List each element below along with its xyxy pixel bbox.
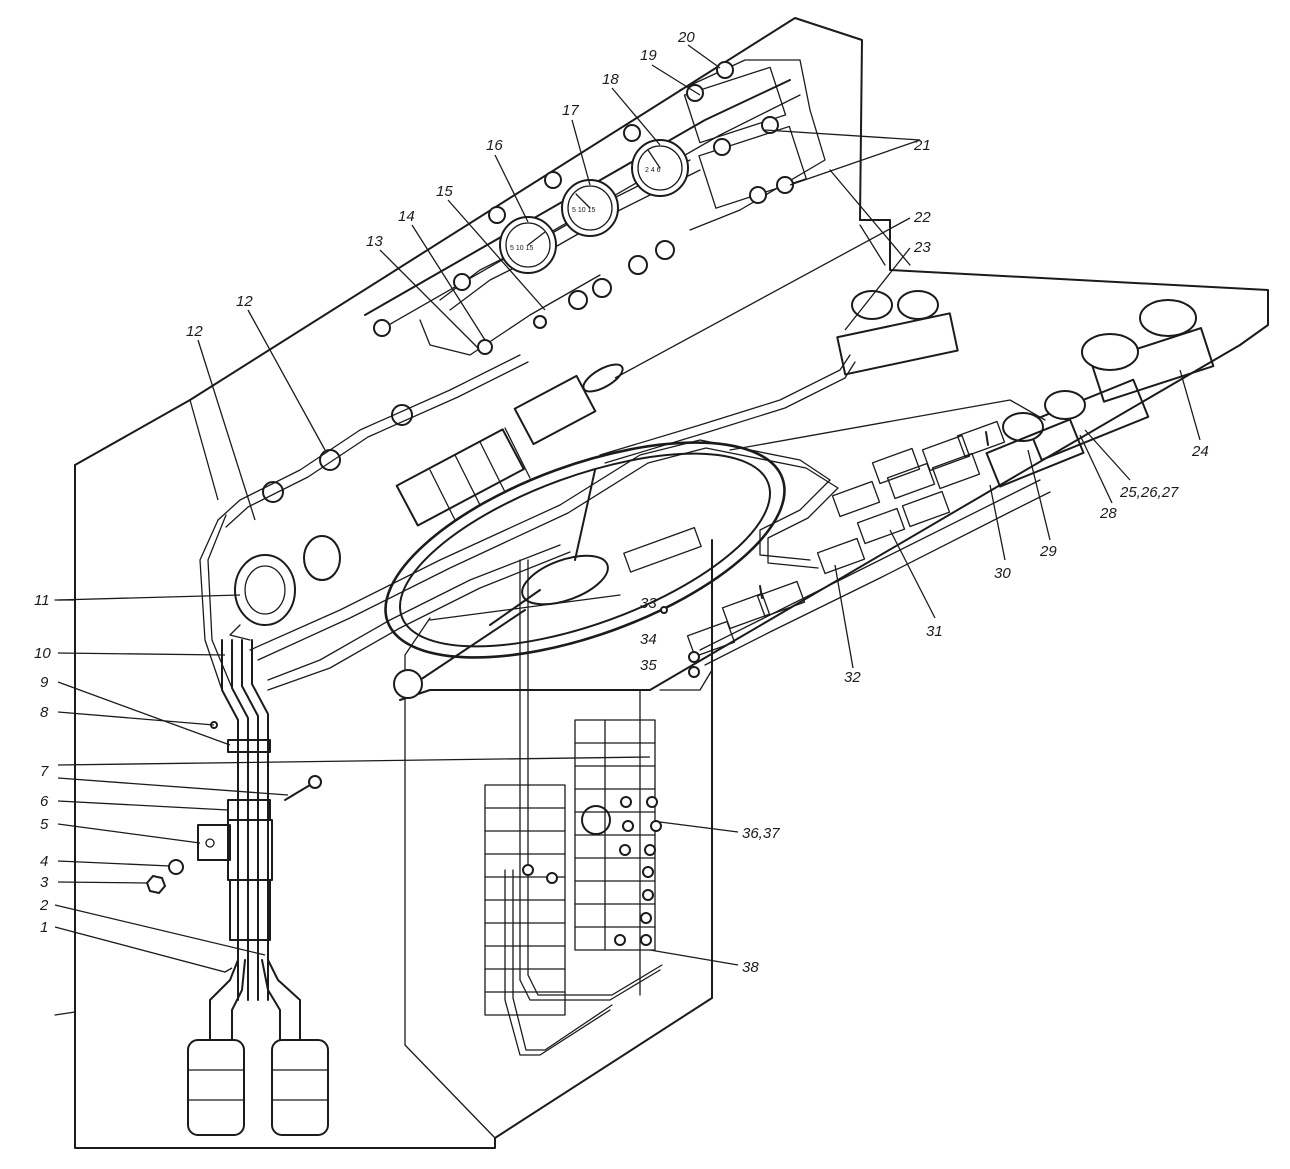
callout-3: 3: [40, 874, 49, 891]
callout-9: 9: [40, 674, 49, 691]
toggle-switches: [660, 420, 1051, 678]
callout-28: 28: [1099, 505, 1117, 522]
callout-29: 29: [1039, 543, 1057, 560]
steering-wheel: [384, 441, 786, 699]
plug-connector-right: [271, 1039, 329, 1136]
pressure-gauge-16: 5 10 15: [499, 216, 557, 274]
gauge-16-scale: 5 10 15: [510, 245, 533, 252]
gauge-18-scale: 2 4 6: [645, 167, 661, 174]
main-cable-harness: [145, 354, 856, 1136]
nut-3: [145, 874, 167, 895]
callout-13: 13: [366, 233, 383, 250]
callout-31: 31: [926, 623, 943, 640]
callout-22: 22: [913, 209, 931, 226]
callout-25-26-27: 25,26,27: [1119, 484, 1179, 501]
callout-38: 38: [742, 959, 759, 976]
leader-lines: [54, 44, 1201, 973]
callout-35: 35: [640, 657, 657, 674]
terminal-strips: [484, 719, 662, 1016]
callout-2: 2: [39, 897, 49, 914]
callout-24: 24: [1191, 443, 1209, 460]
callout-4: 4: [40, 853, 48, 870]
signal-lamps: [262, 61, 794, 503]
callout-32: 32: [844, 669, 861, 686]
washer-4: [168, 859, 184, 875]
screw-33: [660, 606, 668, 614]
callout-18: 18: [602, 71, 619, 88]
callout-17: 17: [562, 102, 579, 119]
gauge-17-scale: 5 10 15: [572, 207, 595, 214]
callout-19: 19: [640, 47, 657, 64]
harness-band-9: [227, 739, 271, 753]
callout-8: 8: [40, 704, 49, 721]
fuse-block-22: [395, 363, 624, 527]
control-buttons: [836, 290, 1215, 488]
callout-34: 34: [640, 631, 657, 648]
callout-15: 15: [436, 183, 453, 200]
callout-7: 7: [40, 763, 49, 780]
nut-35: [688, 666, 700, 678]
callout-30: 30: [994, 565, 1011, 582]
callout-labels: 1 2 3 4 5 6 7 8 9 10 11 12 12 13 14 15 1…: [34, 29, 1209, 976]
callout-10: 10: [34, 645, 51, 662]
callout-36-37: 36,37: [742, 825, 780, 842]
pressure-gauge-18: 2 4 6: [631, 139, 689, 197]
callout-20: 20: [677, 29, 695, 46]
callout-6: 6: [40, 793, 49, 810]
ignition-switch-11: [229, 535, 341, 641]
washer-34: [688, 651, 700, 663]
callout-12-left: 12: [186, 323, 203, 340]
callout-33: 33: [640, 595, 657, 612]
lower-harness: [504, 559, 663, 1056]
callout-1: 1: [40, 919, 48, 936]
button-24: [1139, 299, 1197, 337]
plug-connector-left: [187, 1039, 245, 1136]
callout-16: 16: [486, 137, 503, 154]
callout-11: 11: [34, 592, 50, 609]
pressure-gauge-17: 5 10 15: [561, 179, 619, 237]
callout-23: 23: [913, 239, 931, 256]
callout-5: 5: [40, 816, 49, 833]
callout-12-right: 12: [236, 293, 253, 310]
callout-21: 21: [913, 137, 931, 154]
callout-14: 14: [398, 208, 415, 225]
